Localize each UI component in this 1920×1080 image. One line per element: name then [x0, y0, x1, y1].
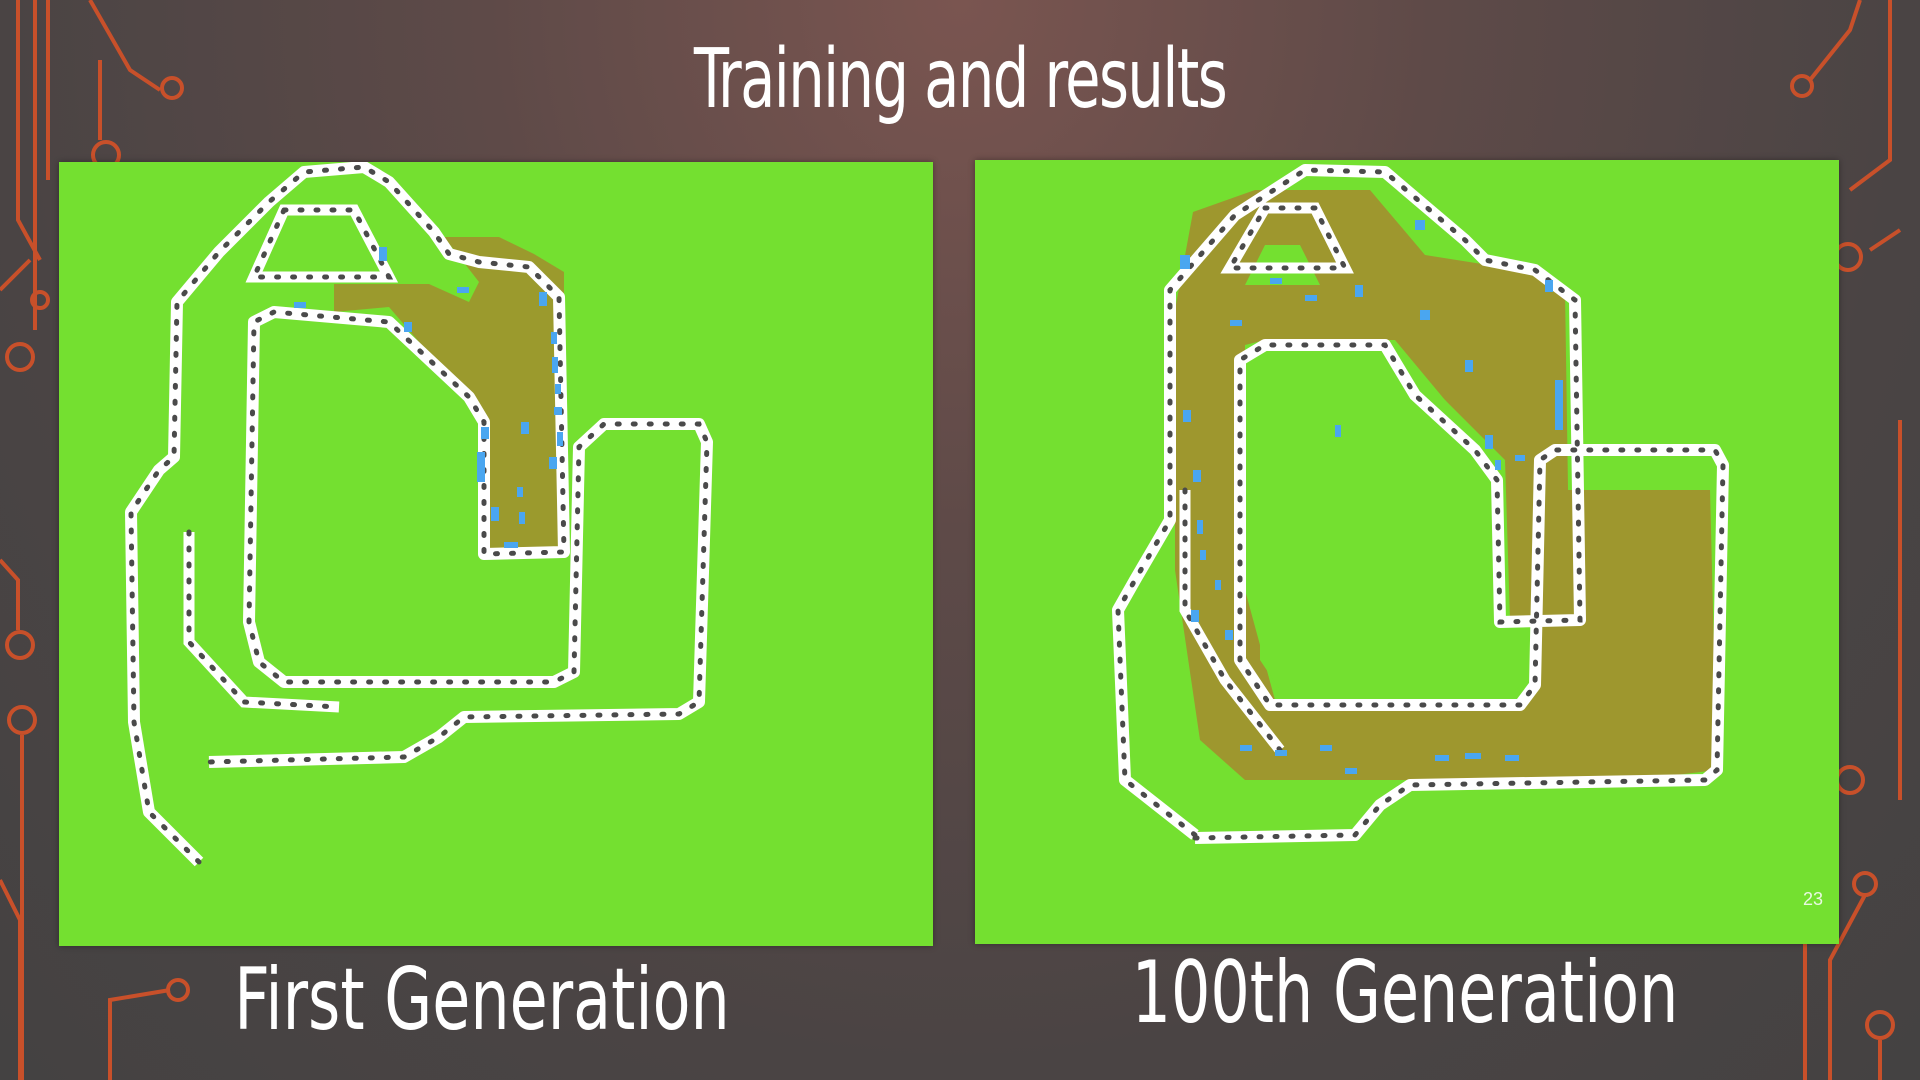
slide-title: Training and results: [693, 32, 1228, 127]
caption-first-generation: First Generation: [234, 950, 730, 1050]
hundredth-generation-screenshot: 23: [975, 160, 1839, 944]
cars: [294, 247, 563, 548]
cars: [1180, 220, 1563, 774]
slide-number: 23: [1802, 889, 1823, 909]
first-generation-screenshot: [59, 162, 933, 946]
explored-area: [334, 237, 564, 552]
inner-island: [245, 204, 399, 283]
caption-hundredth-generation: 100th Generation: [1131, 943, 1679, 1043]
explored-area: [1175, 190, 1717, 780]
outer-wall: [125, 162, 713, 867]
